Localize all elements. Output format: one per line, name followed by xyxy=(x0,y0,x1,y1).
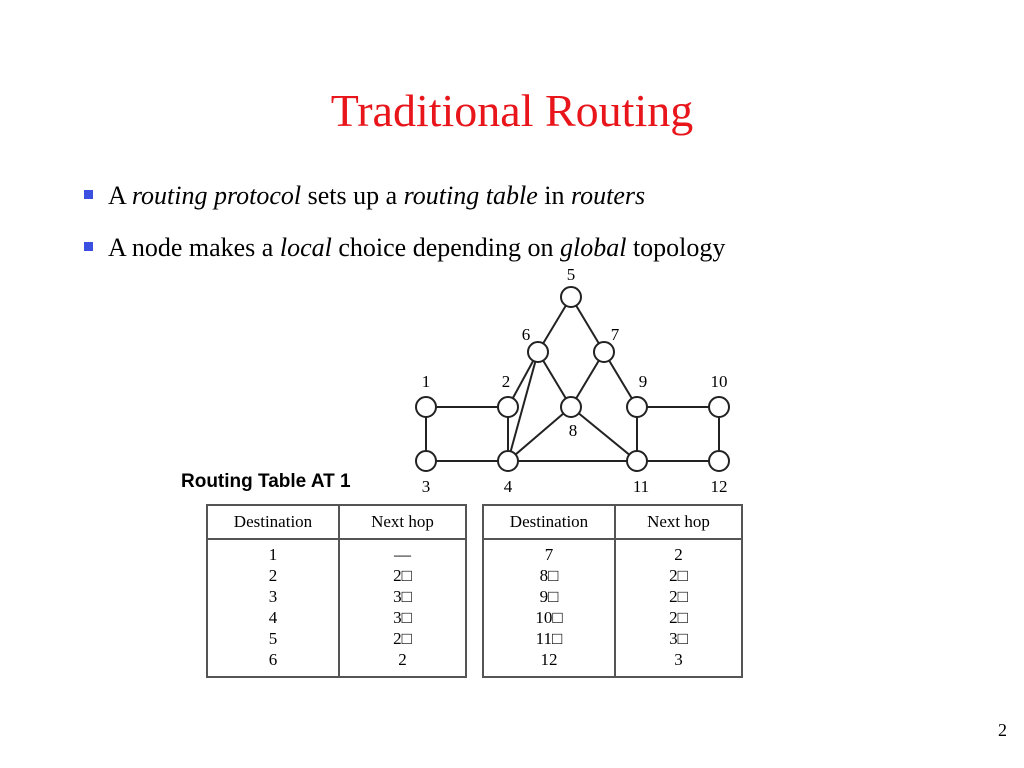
graph-node-label: 11 xyxy=(633,477,649,496)
graph-node xyxy=(497,450,519,472)
destination-cell: 7 xyxy=(544,545,554,564)
destination-cell: 8□ xyxy=(539,566,559,585)
destination-cell: 9□ xyxy=(539,587,559,606)
next-hop-cell: 2 xyxy=(614,539,742,565)
table-row: 1— xyxy=(207,539,466,565)
graph-edge xyxy=(507,351,539,462)
page-number: 2 xyxy=(998,720,1007,740)
graph-node-label: 7 xyxy=(611,325,620,344)
next-hop-cell: 3□ xyxy=(338,586,466,607)
graph-node-label: 6 xyxy=(522,325,531,344)
bullet-run: A node makes a xyxy=(108,233,280,262)
graph-node-label: 10 xyxy=(711,372,728,391)
graph-node xyxy=(626,396,648,418)
graph-node xyxy=(415,396,437,418)
next-hop-cell: 3□ xyxy=(338,607,466,628)
graph-node-label: 2 xyxy=(502,372,511,391)
destination-cell: 11□ xyxy=(535,629,563,648)
graph-edge xyxy=(570,406,638,462)
table-row: 12 3 xyxy=(483,649,742,677)
bullet-run: topology xyxy=(626,233,726,262)
routing-table-caption: Routing Table AT 1 xyxy=(181,471,351,492)
column-header-destination: Destination xyxy=(483,505,615,540)
graph-node xyxy=(593,341,615,363)
next-hop-cell: 2□ xyxy=(614,565,742,586)
graph-node-label: 5 xyxy=(567,265,576,284)
next-hop-cell: 3 xyxy=(614,649,742,677)
graph-node xyxy=(560,286,582,308)
graph-node xyxy=(497,396,519,418)
bullet-emphasis: routing protocol xyxy=(131,181,302,210)
table-row: 8□ 2□ xyxy=(483,565,742,586)
graph-node xyxy=(560,396,582,418)
destination-cell: 2 xyxy=(268,566,278,585)
next-hop-cell: 2□ xyxy=(614,607,742,628)
graph-node-label: 4 xyxy=(504,477,513,496)
column-header-next-hop: Next hop xyxy=(338,505,466,540)
bullet-run: A xyxy=(108,181,132,210)
graph-node-label: 8 xyxy=(569,421,578,440)
graph-node-label: 3 xyxy=(422,477,431,496)
bullet-run: sets up a xyxy=(301,181,404,210)
bullet-emphasis: local xyxy=(279,233,332,262)
bullet-item: A routing protocol sets up a routing tab… xyxy=(84,180,725,212)
column-header-next-hop: Next hop xyxy=(614,505,742,540)
bullet-item: A node makes a local choice depending on… xyxy=(84,232,725,264)
destination-cell: 1 xyxy=(268,545,278,564)
bullet-square-icon xyxy=(84,242,93,251)
table-row: 2 2□ xyxy=(207,565,466,586)
destination-cell: 3 xyxy=(268,587,278,606)
slide-title: Traditional Routing xyxy=(330,85,694,136)
destination-cell: 6 xyxy=(268,650,278,669)
graph-node xyxy=(415,450,437,472)
bullet-emphasis: routing table xyxy=(403,181,538,210)
graph-node xyxy=(527,341,549,363)
table-row: 3 3□ xyxy=(207,586,466,607)
graph-node xyxy=(626,450,648,472)
graph-node-label: 9 xyxy=(639,372,648,391)
table-row: 10□ 2□ xyxy=(483,607,742,628)
bullet-list: A routing protocol sets up a routing tab… xyxy=(84,180,725,284)
destination-cell: 4 xyxy=(268,608,278,627)
bullet-text: A node makes a local choice depending on… xyxy=(108,233,725,262)
bullet-run: choice depending on xyxy=(331,233,560,262)
bullet-run: in xyxy=(537,181,571,210)
bullet-emphasis: routers xyxy=(570,181,646,210)
next-hop-cell: 2□ xyxy=(338,628,466,649)
bullet-emphasis: global xyxy=(560,233,627,262)
graph-node-label: 12 xyxy=(711,477,728,496)
table-row: 4 3□ xyxy=(207,607,466,628)
graph-node xyxy=(708,396,730,418)
next-hop-cell: 2□ xyxy=(338,565,466,586)
destination-cell: 12 xyxy=(540,650,558,669)
bullet-text: A routing protocol sets up a routing tab… xyxy=(108,181,645,210)
bullet-square-icon xyxy=(84,190,93,199)
column-header-destination: Destination xyxy=(207,505,339,540)
next-hop-cell: 2□ xyxy=(614,586,742,607)
destination-cell: 10□ xyxy=(535,608,563,627)
table-row: 11□ 3□ xyxy=(483,628,742,649)
destination-cell: 5 xyxy=(268,629,278,648)
graph-node xyxy=(708,450,730,472)
graph-node-label: 1 xyxy=(422,372,431,391)
table-row: 9□ 2□ xyxy=(483,586,742,607)
graph-edge xyxy=(507,406,572,462)
next-hop-cell: 2 xyxy=(338,649,466,677)
table-row: 5 2□ xyxy=(207,628,466,649)
next-hop-cell: 3□ xyxy=(614,628,742,649)
next-hop-cell: — xyxy=(338,539,466,565)
